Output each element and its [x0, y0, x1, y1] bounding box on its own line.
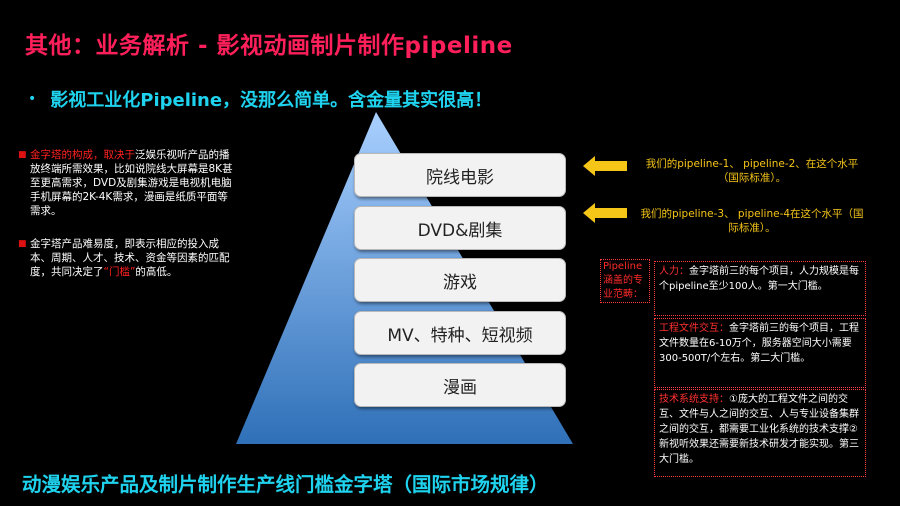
- bullet-icon: •: [28, 91, 37, 107]
- scope-item-project-files: 工程文件交互：金字塔前三的每个项目，工程文件数量在6-10万个，服务器空间大小需…: [654, 318, 866, 388]
- scope-item-text: 金字塔前三的每个项目，工程文件数量在6-10万个，服务器空间大小需要300-50…: [659, 323, 859, 364]
- scope-item-label: 技术系统支持：: [659, 394, 729, 405]
- pyramid-tier-cinema: 院线电影: [354, 153, 566, 197]
- scope-item-tech-support: 技术系统支持：①庞大的工程文件之间的交互、文件与人之间的交互、人与专业设备集群之…: [654, 389, 866, 477]
- scope-item-manpower: 人力：金字塔前三的每个项目，人力规模是每个pipeline至少100人。第一大门…: [654, 261, 866, 316]
- pyramid-tier-dvd-series: DVD&剧集: [354, 206, 566, 250]
- note-highlight: “门槛”: [103, 266, 136, 278]
- note-text: 金字塔产品难易度，即表示相应的投入成本、周期、人才、技术、资金等因素的匹配度，共…: [30, 238, 230, 278]
- pipeline-note-1-2: 我们的pipeline-1、 pipeline-2、在这个水平（国际标准）。: [645, 158, 859, 184]
- note-pyramid-composition: ■ 金字塔的构成，取决于泛娱乐视听产品的播放终端所需效果，比如说院线大屏幕是8K…: [18, 148, 238, 218]
- scope-label: Pipeline涵盖的专业范畴：: [600, 259, 650, 303]
- subtitle-row: • 影视工业化Pipeline，没那么简单。含金量其实很高！: [28, 86, 492, 112]
- footer-caption: 动漫娱乐产品及制片制作生产线门槛金字塔（国际市场规律）: [22, 473, 549, 496]
- pipeline-note-3-4: 我们的pipeline-3、 pipeline-4在这个水平（国际标准）。: [640, 208, 864, 234]
- pyramid-tier-games: 游戏: [354, 258, 566, 302]
- scope-item-text: 金字塔前三的每个项目，人力规模是每个pipeline至少100人。第一大门槛。: [659, 266, 859, 292]
- scope-item-label: 人力：: [659, 266, 689, 277]
- arrow-left-icon: [583, 203, 627, 223]
- subtitle: 影视工业化Pipeline，没那么简单。含金量其实很高！: [50, 90, 493, 111]
- square-bullet-icon: ■: [18, 150, 27, 160]
- note-text-end: 的高低。: [135, 266, 178, 278]
- pyramid-tier-comics: 漫画: [354, 363, 566, 407]
- scope-item-text: ①庞大的工程文件之间的交互、文件与人之间的交互、人与专业设备集群之间的交互，都需…: [659, 394, 859, 465]
- arrow-left-icon: [583, 156, 627, 176]
- note-pyramid-difficulty: ■ 金字塔产品难易度，即表示相应的投入成本、周期、人才、技术、资金等因素的匹配度…: [18, 237, 238, 279]
- square-bullet-icon: ■: [18, 239, 27, 249]
- pyramid-tier-mv-short-video: MV、特种、短视频: [354, 311, 566, 355]
- note-highlight: 金字塔的构成，取决于: [30, 149, 135, 161]
- scope-item-label: 工程文件交互：: [659, 323, 729, 334]
- page-title: 其他：业务解析 - 影视动画制片制作pipeline: [25, 33, 513, 59]
- note-text: 泛娱乐视听产品的播放终端所需效果，比如说院线大屏幕是8K甚至更高需求，DVD及剧…: [30, 149, 233, 217]
